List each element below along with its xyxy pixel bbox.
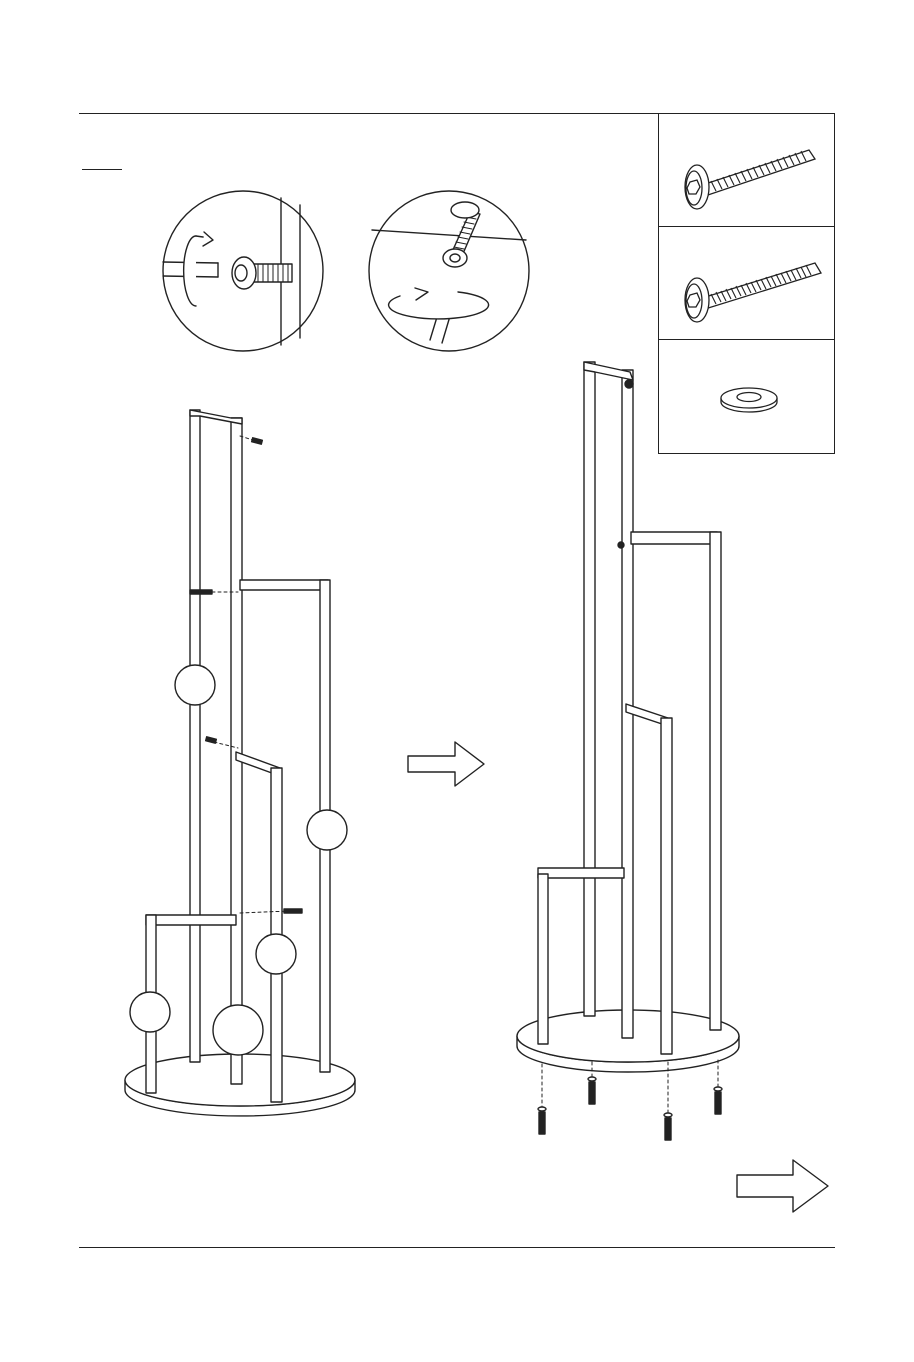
bolt-markers-right [539, 1082, 721, 1140]
callout-circle-4 [130, 992, 170, 1032]
callout-circle-3 [256, 934, 296, 974]
transition-arrow-icon [408, 742, 484, 786]
detail-circle-bolt-tighten [369, 191, 529, 351]
callout-circle-1 [175, 665, 215, 705]
right-arrow-icon[interactable] [737, 1160, 828, 1212]
callout-circle-2 [307, 810, 347, 850]
detail-circle-bolt-insert [163, 191, 323, 351]
washer-markers-right [538, 1077, 722, 1117]
callout-circle-5 [213, 1005, 263, 1055]
assembled-stand [517, 362, 739, 1072]
